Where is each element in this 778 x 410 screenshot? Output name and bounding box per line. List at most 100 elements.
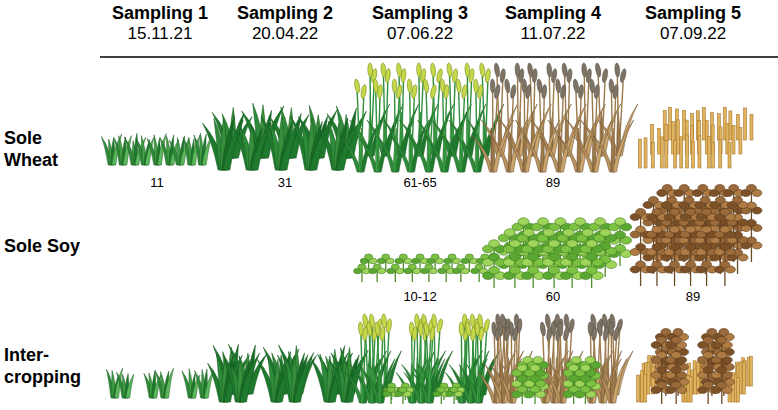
soy-leaf [652, 244, 662, 251]
soy-leaf [703, 337, 713, 344]
wheat-stem [493, 98, 497, 172]
soy-leaf [373, 264, 381, 270]
soy-leaf [717, 382, 727, 389]
soy-leaf [703, 367, 713, 374]
leaf [126, 374, 134, 398]
wheat-stem [560, 98, 563, 172]
wheat-stubble [638, 107, 753, 168]
soy-leaf [670, 244, 680, 251]
leaf [378, 136, 396, 172]
leaf [358, 136, 378, 172]
wheat-head [614, 63, 620, 77]
soy-leaf [733, 197, 743, 204]
growth-stage: 10-12 [401, 290, 438, 304]
soy-leaf [575, 218, 586, 226]
soy-leaf [528, 253, 539, 261]
soy-leaf [580, 365, 590, 372]
wheat-head [360, 84, 367, 99]
soy-leaf [586, 240, 597, 248]
wheat-stem [395, 98, 399, 172]
soy-leaf [543, 229, 554, 237]
soy-leaf [448, 254, 456, 260]
stubble [691, 141, 694, 168]
wheat-stem [361, 98, 364, 172]
soy-leaf [729, 185, 739, 192]
wheat-stem [579, 98, 581, 172]
soy-leaf [671, 337, 681, 344]
soy-leaf [662, 185, 672, 192]
wheat-stem [507, 92, 510, 172]
soy-leaf [652, 261, 662, 268]
stubble [644, 138, 647, 168]
wheat-head [525, 84, 532, 99]
soy-leaf [586, 266, 597, 274]
soy-leaf [563, 229, 574, 237]
wheat-tillering [101, 133, 212, 165]
growth-stage: 60 [544, 290, 562, 304]
wheat-head [400, 68, 406, 82]
wheat-stem [413, 340, 415, 403]
wheat-stem [477, 98, 480, 172]
wheat-stem [426, 92, 429, 172]
wheat-stem [560, 335, 562, 403]
row-label: Inter- cropping [4, 345, 99, 388]
wheat-head [443, 84, 449, 98]
wheat-head [374, 322, 381, 337]
soy-leaf [489, 240, 500, 248]
stubble [674, 140, 677, 168]
wheat-head [612, 84, 618, 98]
soy-leaf [702, 244, 712, 251]
soy-leaf [509, 240, 520, 248]
wheat-stem [410, 92, 411, 172]
soy-leaf [549, 253, 560, 261]
stubble [647, 362, 650, 394]
wheat-head [465, 322, 472, 337]
growth-stage: 31 [276, 176, 294, 190]
soy-leaf [720, 244, 730, 251]
wheat-stem [429, 98, 433, 172]
wheat-stem [594, 98, 596, 172]
stubble [737, 378, 740, 402]
soy-leaf [391, 264, 399, 270]
soy-leaf [509, 266, 520, 274]
wheat-head [477, 84, 484, 99]
soy-leaf [523, 229, 534, 237]
soy-leaf [703, 352, 713, 359]
stubble [665, 140, 668, 168]
stubble [744, 108, 747, 140]
wheat-stem [357, 92, 360, 172]
leaf [390, 136, 411, 172]
soy-leaf [549, 240, 560, 248]
soy-seedlings [354, 254, 494, 282]
soy-leaf [533, 357, 543, 364]
wheat-stem [613, 98, 616, 172]
soy-leaf [457, 264, 465, 270]
soy-leaf [717, 352, 727, 359]
leaf [280, 119, 301, 170]
soy-leaf [686, 209, 696, 216]
wheat-head [563, 326, 571, 341]
wheat-head [446, 63, 453, 78]
wheat-head [485, 68, 492, 83]
wheat-head [573, 79, 580, 94]
soy-leaf [670, 226, 680, 233]
wheat-stem [369, 335, 372, 403]
wheat-head [354, 79, 361, 94]
soy-leaf [582, 229, 593, 237]
wheat-flowering [340, 63, 504, 172]
stubble [680, 137, 683, 168]
wheat-stem-elongation [202, 103, 366, 170]
wheat-head [379, 327, 385, 341]
soy-leaf [702, 226, 712, 233]
row-label: Sole Soy [4, 236, 84, 258]
stubble [707, 137, 710, 168]
wheat-head [385, 318, 392, 333]
wheat-head [478, 327, 484, 341]
sampling-heading: Sampling 5 [645, 4, 741, 24]
soy-ripe [630, 185, 762, 287]
header-rule [100, 56, 778, 58]
wheat-head [366, 322, 373, 337]
stubble [669, 107, 672, 140]
soy-leaf [686, 261, 696, 268]
soy-leaf [670, 261, 680, 268]
